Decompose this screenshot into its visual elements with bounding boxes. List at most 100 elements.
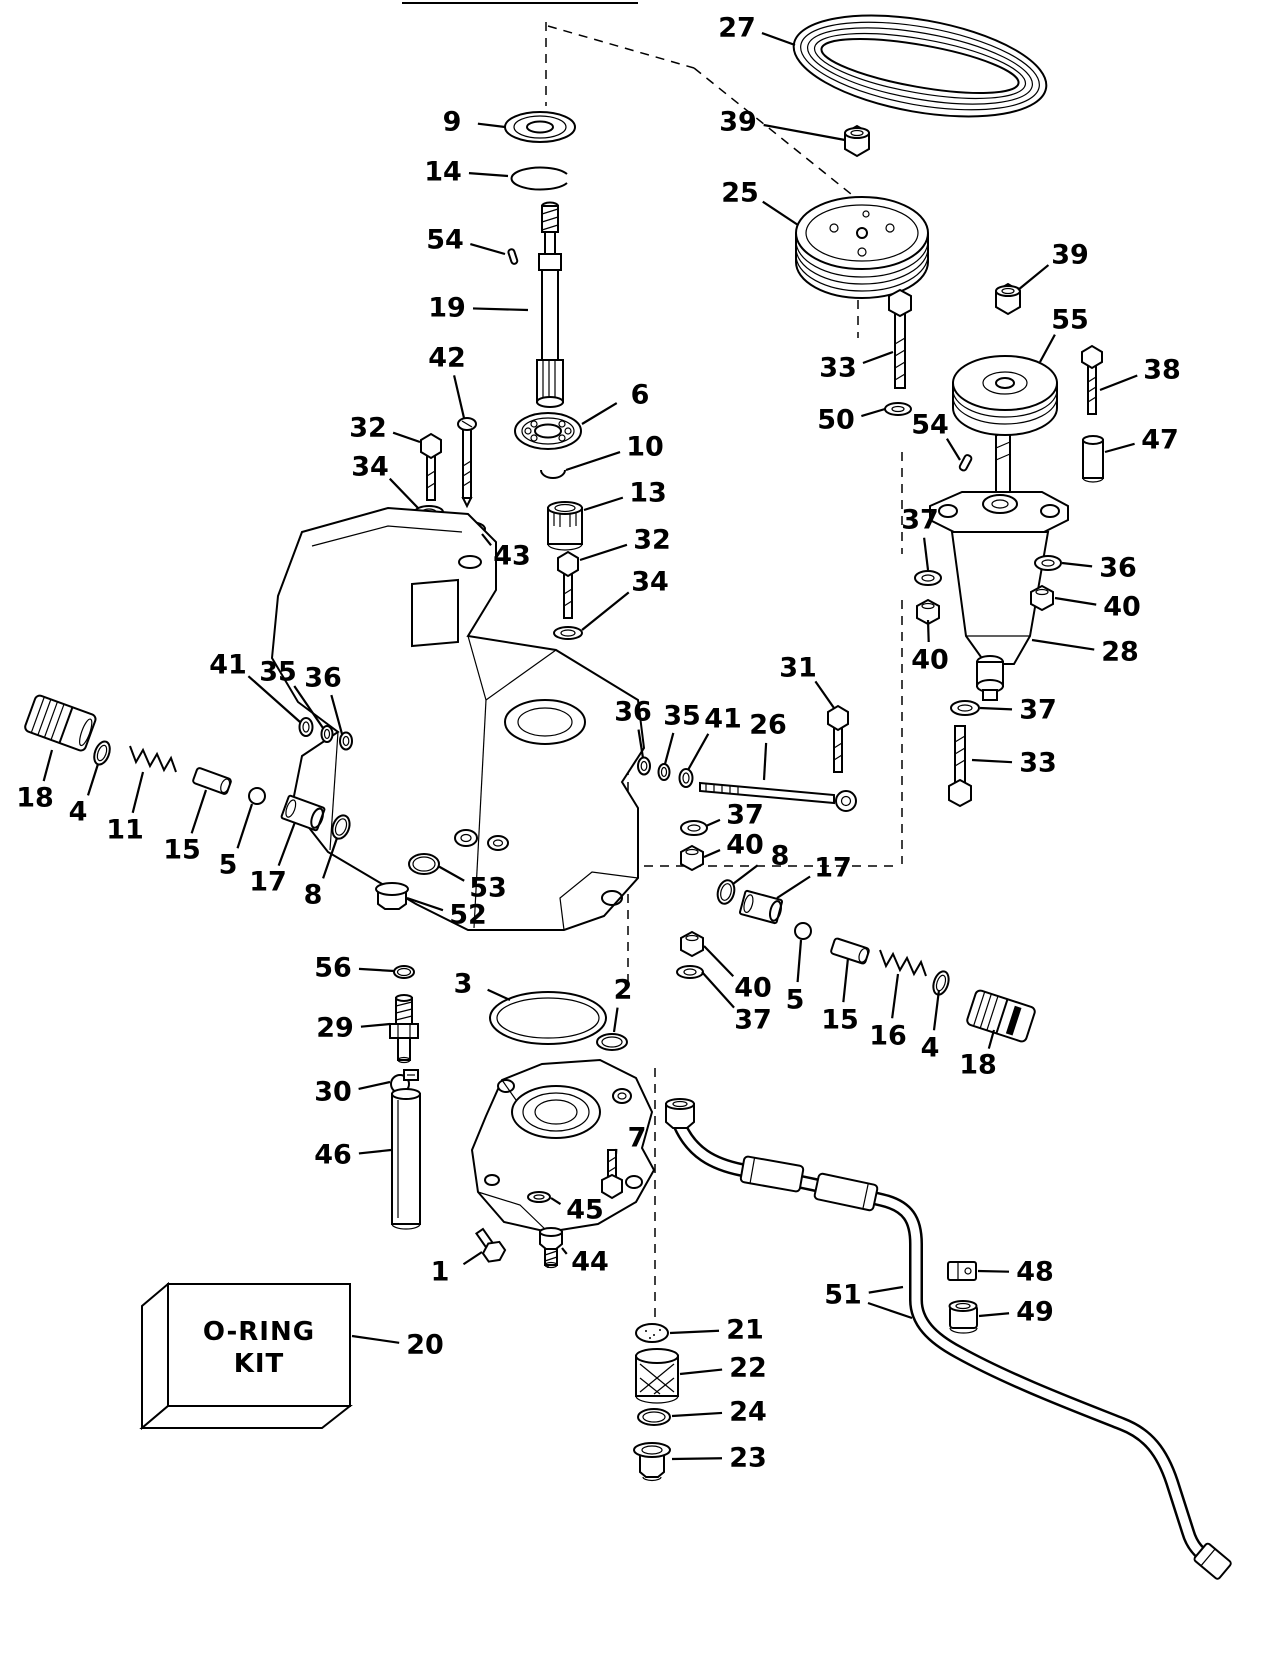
tube-46: [391, 1088, 421, 1230]
filter-22: [635, 1348, 679, 1404]
oring-8-right: [716, 879, 736, 905]
drive-belt: [792, 14, 1048, 118]
nut-39-top: [844, 124, 870, 158]
callout-15: 15: [163, 834, 201, 866]
callout-41: 41: [704, 703, 742, 735]
callout-43: 43: [493, 540, 531, 572]
callout-31: 31: [779, 652, 817, 684]
callout-24: 24: [729, 1396, 767, 1428]
washer-36-right: [1034, 555, 1062, 571]
tie-rod-26: [699, 781, 857, 812]
callout-9: 9: [442, 106, 462, 138]
callout-56: 56: [314, 952, 352, 984]
callout-13: 13: [629, 477, 667, 509]
spring-11: [129, 745, 177, 773]
bearing-6: [514, 412, 582, 450]
callout-42: 42: [428, 342, 466, 374]
hose-51: [665, 1098, 1232, 1580]
woodruff-key-54-right: [958, 454, 973, 472]
bolt-32-left: [420, 432, 442, 501]
callout-1: 1: [430, 1256, 450, 1288]
nut-40-center-upper: [680, 844, 704, 872]
oring-kit-box: [139, 1281, 353, 1431]
callout-37: 37: [734, 1004, 772, 1036]
callout-3: 3: [453, 968, 473, 1000]
callout-44: 44: [571, 1246, 609, 1278]
seal-9: [504, 111, 576, 143]
plug-21: [635, 1323, 669, 1343]
oring-24: [637, 1408, 671, 1426]
callout-54: 54: [426, 224, 464, 256]
callout-26: 26: [749, 709, 787, 741]
callout-47: 47: [1141, 424, 1179, 456]
callout-50: 50: [817, 404, 855, 436]
callout-41: 41: [209, 649, 247, 681]
callout-17: 17: [814, 852, 852, 884]
callout-23: 23: [729, 1442, 767, 1474]
washer-34-mid: [553, 626, 583, 640]
washer-37-center-upper: [680, 820, 708, 836]
callout-55: 55: [1051, 304, 1089, 336]
callout-30: 30: [314, 1076, 352, 1108]
callout-17: 17: [249, 866, 287, 898]
callout-27: 27: [718, 12, 756, 44]
callout-8: 8: [770, 840, 790, 872]
bolt-7: [601, 1149, 623, 1200]
callout-29: 29: [316, 1012, 354, 1044]
oring-3: [489, 991, 607, 1045]
oring-kit-label-line1: O-RING: [202, 1317, 316, 1347]
leader-lines: [42, 32, 1138, 1461]
callout-22: 22: [729, 1352, 767, 1384]
bolt-1: [475, 1227, 507, 1263]
washer-37-right-lower: [950, 700, 980, 716]
callout-18: 18: [16, 782, 54, 814]
callout-52: 52: [449, 899, 487, 931]
ring-41-left: [298, 717, 314, 737]
ring-35-mid: [657, 763, 671, 781]
oring-53: [408, 853, 440, 875]
callout-39: 39: [1051, 239, 1089, 271]
callout-54: 54: [911, 409, 949, 441]
washer-36-mid: [637, 756, 651, 776]
washer-45: [527, 1191, 551, 1203]
oring-4-right: [932, 970, 950, 996]
nut-40-right-upper: [916, 598, 940, 626]
callout-39: 39: [719, 106, 757, 138]
callout-8: 8: [303, 879, 323, 911]
callout-11: 11: [106, 814, 144, 846]
callout-40: 40: [734, 972, 772, 1004]
callout-46: 46: [314, 1139, 352, 1171]
callout-33: 33: [1019, 747, 1057, 779]
callout-40: 40: [911, 644, 949, 676]
washer-37-center-lower: [676, 965, 704, 979]
callout-16: 16: [869, 1020, 907, 1052]
bolt-32-mid: [557, 550, 579, 619]
callout-19: 19: [428, 292, 466, 324]
oring-4-left: [93, 740, 111, 766]
bushing-13: [547, 501, 583, 551]
woodruff-key-54-left: [507, 248, 519, 265]
fitting-18-left: [24, 694, 97, 752]
pulley-25: [795, 196, 929, 299]
callout-35: 35: [259, 656, 297, 688]
snap-ring-14: [510, 166, 568, 191]
callout-28: 28: [1101, 636, 1139, 668]
callout-18: 18: [959, 1049, 997, 1081]
callout-7: 7: [627, 1122, 647, 1154]
callout-53: 53: [469, 872, 507, 904]
fitting-29: [389, 994, 419, 1064]
callout-36: 36: [1099, 552, 1137, 584]
callout-45: 45: [566, 1194, 604, 1226]
bracket-28: [929, 491, 1069, 701]
nut-40-right-outer: [1030, 584, 1054, 612]
pulley-55: [952, 355, 1058, 436]
shaft-19: [536, 201, 564, 408]
callout-49: 49: [1016, 1296, 1054, 1328]
retainer-clip-10: [540, 469, 566, 479]
ball-5-left: [248, 787, 266, 805]
callout-5: 5: [218, 849, 238, 881]
callout-38: 38: [1143, 354, 1181, 386]
callout-34: 34: [631, 566, 669, 598]
spring-16: [879, 949, 927, 977]
